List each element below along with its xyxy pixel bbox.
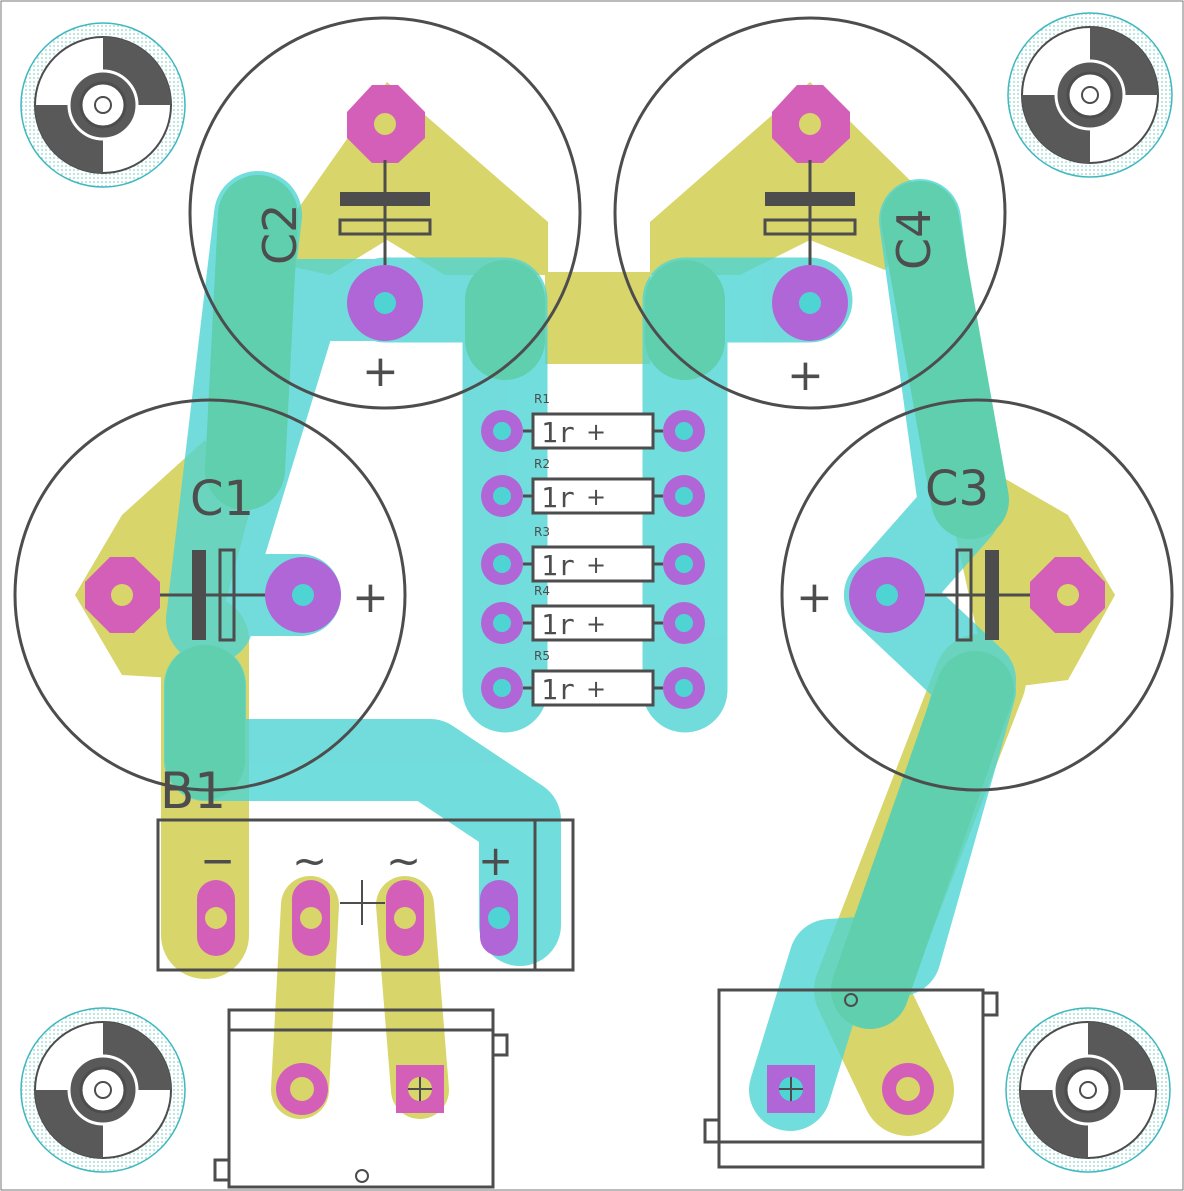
resistor-body <box>531 412 655 450</box>
c1-ref-label: C1 <box>190 471 254 527</box>
resistor-ref-label: R2 <box>534 457 550 471</box>
capacitor-c1[interactable]: + C1 <box>85 471 389 642</box>
resistor-r5[interactable]: R5 1r + <box>481 649 705 709</box>
resistor-ref-label: R4 <box>534 584 550 598</box>
mounting-hole-icon <box>1007 12 1173 178</box>
resistor-value-label: 1r <box>541 416 575 449</box>
b1-minus-label: − <box>200 836 235 885</box>
capacitor-c3[interactable]: + C3 <box>796 461 1105 642</box>
c4-outline <box>613 16 1007 410</box>
mounting-hole-center <box>94 1081 112 1099</box>
mounting-hole-center <box>94 96 112 114</box>
c2-outline <box>188 16 582 410</box>
resistor-value-label: 1r <box>541 608 575 641</box>
output-connector[interactable] <box>703 988 999 1169</box>
c3-pad-round-hole <box>876 584 898 606</box>
resistor-pad-left-hole <box>493 679 511 697</box>
input-connector-outline <box>227 1008 495 1189</box>
c1-plus-marker: + <box>352 572 389 623</box>
c2-pad-round-hole <box>374 292 396 314</box>
resistor-array: R1 1r + R2 1r + R3 1r + R4 1r + R5 1r + <box>481 392 705 709</box>
c3-plus-marker: + <box>796 572 833 623</box>
resistor-ref-label: R5 <box>534 649 550 663</box>
b1-ac2-label: ~ <box>386 836 421 885</box>
b1-plus-label: + <box>478 836 513 885</box>
overlap-copper <box>165 175 1014 1029</box>
capacitor-c2[interactable]: + C2 <box>253 85 432 397</box>
resistor-value-label: 1r <box>541 481 575 514</box>
c2-pad-hole <box>374 113 396 135</box>
resistor-pad-left-hole <box>493 555 511 573</box>
resistor-pad-left-hole <box>493 422 511 440</box>
resistor-pad-right-hole <box>675 487 693 505</box>
resistor-pad-right-hole <box>675 422 693 440</box>
mounting-holes <box>20 12 1173 1173</box>
resistor-polarity-marker: + <box>586 551 606 579</box>
c1-outline <box>13 398 407 792</box>
c4-pad-round-hole <box>799 292 821 314</box>
b1-ac1-label: ~ <box>292 836 327 885</box>
c3-ref-label: C3 <box>925 461 989 517</box>
resistor-ref-label: R1 <box>534 392 550 406</box>
resistor-body <box>531 545 655 583</box>
c2-plus-marker: + <box>362 346 399 397</box>
resistor-value-label: 1r <box>541 673 575 706</box>
b1-ref-label: B1 <box>160 762 226 820</box>
resistor-body <box>531 604 655 642</box>
connector-icon[interactable] <box>213 1008 509 1189</box>
resistor-body <box>531 477 655 515</box>
resistor-polarity-marker: + <box>586 610 606 638</box>
mounting-hole-icon <box>20 1007 186 1173</box>
resistor-r4[interactable]: R4 1r + <box>481 584 705 644</box>
c4-plus-marker: + <box>787 350 824 401</box>
resistor-pad-left-hole <box>493 614 511 632</box>
resistor-r1[interactable]: R1 1r + <box>481 392 705 452</box>
resistor-polarity-marker: + <box>586 483 606 511</box>
b1-body-outline <box>156 818 575 972</box>
resistor-ref-label: R3 <box>534 525 550 539</box>
mounting-hole-center <box>1079 1081 1097 1099</box>
bridge-rectifier-b1[interactable]: B1 − ~ ~ + <box>156 762 575 972</box>
mounting-hole-center <box>1081 86 1099 104</box>
resistor-body <box>531 669 655 707</box>
resistor-r3[interactable]: R3 1r + <box>481 525 705 585</box>
c1-pad-hole <box>111 584 133 606</box>
c4-pad-hole <box>799 113 821 135</box>
resistor-polarity-marker: + <box>586 675 606 703</box>
capacitor-c4[interactable]: + C4 <box>763 85 941 401</box>
resistor-polarity-marker: + <box>586 418 606 446</box>
mounting-hole-icon <box>20 22 186 188</box>
c4-ref-label: C4 <box>887 209 941 270</box>
mounting-hole-icon <box>1005 1007 1171 1173</box>
resistor-pad-right-hole <box>675 614 693 632</box>
output-connector-outline <box>717 988 985 1169</box>
capacitor-outlines <box>13 16 1174 792</box>
resistor-pad-left-hole <box>493 487 511 505</box>
c3-outline <box>780 398 1174 792</box>
resistor-pad-right-hole <box>675 679 693 697</box>
c1-pad-round-hole <box>292 584 314 606</box>
resistor-r2[interactable]: R2 1r + <box>481 457 705 517</box>
c3-pad-hole <box>1057 584 1079 606</box>
resistor-value-label: 1r <box>541 549 575 582</box>
resistor-pad-right-hole <box>675 555 693 573</box>
c2-ref-label: C2 <box>253 204 307 265</box>
